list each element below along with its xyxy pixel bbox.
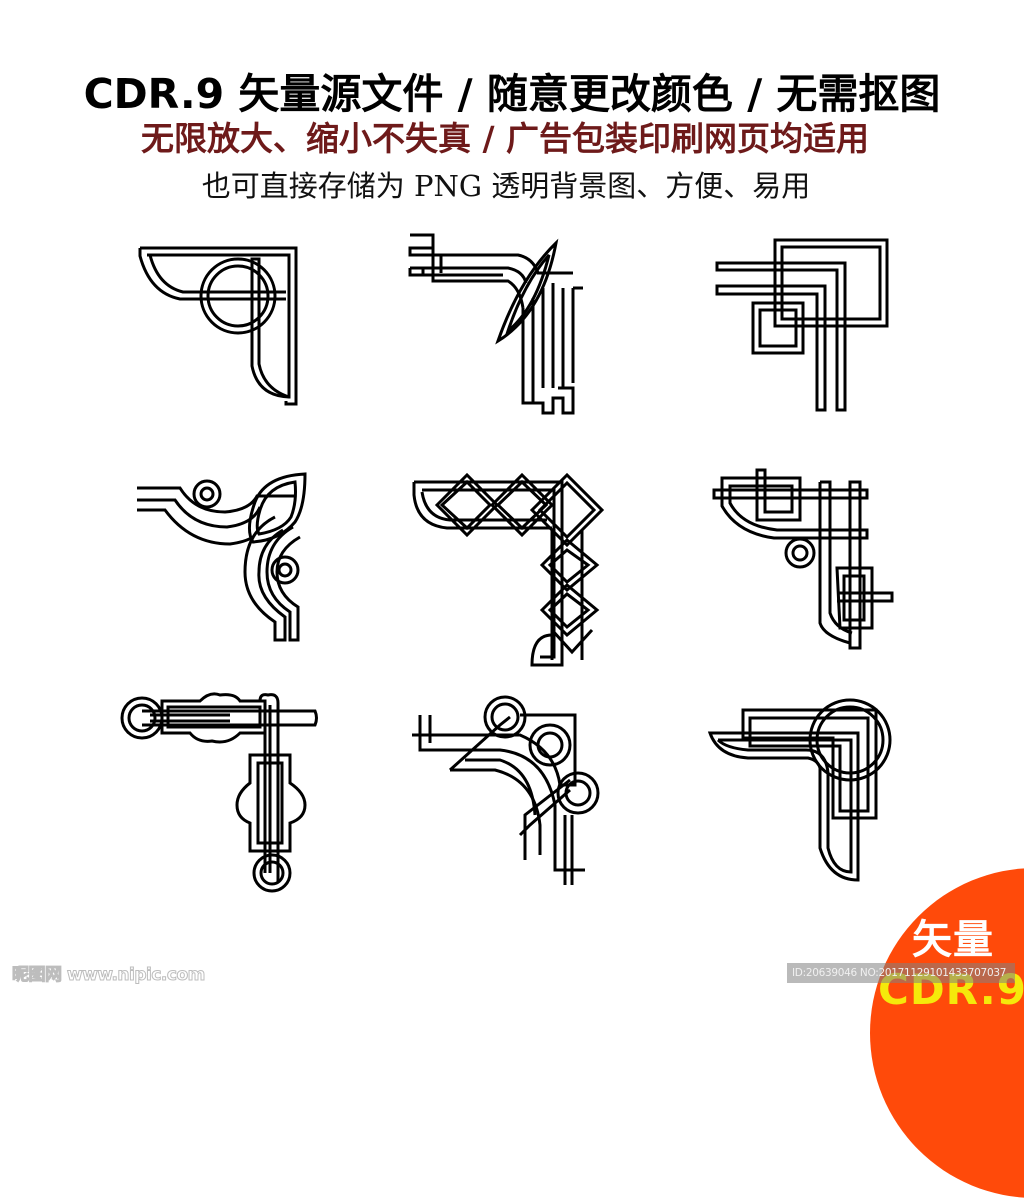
- corner-ornament-5: [412, 470, 607, 668]
- ring-rectangle-ornament-icon: [707, 698, 892, 882]
- site-watermark: 昵图网 www.nipic.com: [12, 965, 206, 986]
- headline: CDR.9 矢量源文件 / 随意更改颜色 / 无需抠图: [83, 70, 941, 118]
- corner-ornament-2: [408, 233, 598, 423]
- diamond-lattice-ornament-icon: [412, 472, 605, 667]
- circle-cross-ornament-icon: [138, 246, 298, 406]
- corner-ornament-4: [135, 472, 310, 642]
- badge-title: 矢量: [912, 917, 994, 963]
- corner-ornament-6: [712, 468, 894, 650]
- corner-ornament-1: [138, 246, 300, 408]
- corner-ornament-3: [715, 238, 891, 414]
- corner-ornament-9: [707, 698, 893, 888]
- cartouche-bar-ornament-icon: [120, 692, 318, 893]
- ring-linked-band-ornament-icon: [412, 695, 600, 885]
- leaf-scroll-ornament-icon: [137, 472, 307, 642]
- image-id-watermark: ID:20639046 NO:20171129101433707037: [787, 963, 1015, 983]
- subheadline: 无限放大、缩小不失真 / 广告包装印刷网页均适用: [140, 119, 870, 158]
- corner-ornament-8: [410, 695, 600, 885]
- corner-ornament-7: [120, 692, 320, 893]
- tagline: 也可直接存储为 PNG 透明背景图、方便、易用: [201, 169, 811, 203]
- cross-bar-fret-ornament-icon: [712, 468, 894, 650]
- vesica-knot-ornament-icon: [408, 233, 583, 415]
- interlaced-squares-ornament-icon: [715, 238, 889, 412]
